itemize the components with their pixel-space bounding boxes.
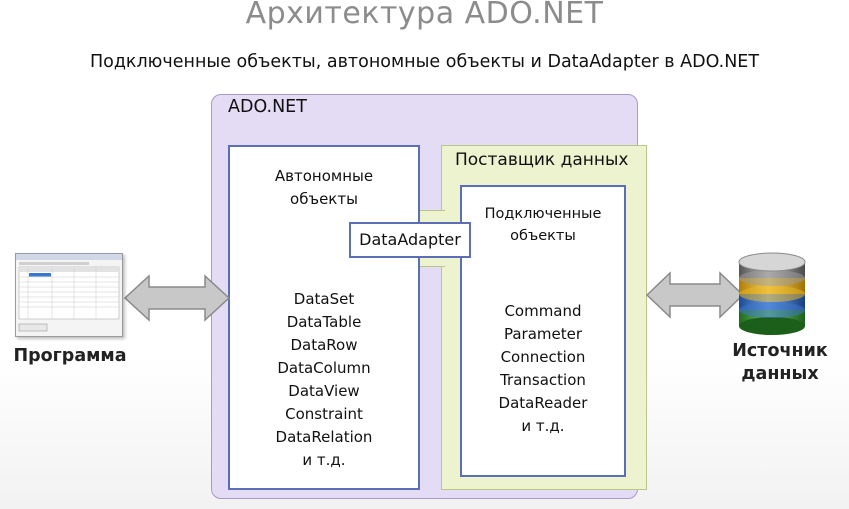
data-source-caption-line: Источник: [732, 341, 828, 361]
application-window-icon: [15, 253, 123, 337]
connected-objects-heading: Подключенные объекты: [462, 203, 624, 247]
data-adapter-box: DataAdapter: [349, 222, 471, 258]
application-table-thumbnail: [16, 254, 122, 332]
list-item: и т.д.: [521, 417, 565, 435]
connected-objects-box: [460, 185, 626, 477]
connected-objects-list: Command Parameter Connection Transaction…: [462, 300, 624, 438]
list-item: DataTable: [286, 313, 362, 331]
list-item: DataSet: [293, 290, 355, 308]
autonomous-objects-heading: Автономные объекты: [230, 165, 418, 211]
double-headed-arrow-icon: [123, 274, 231, 322]
autonomous-objects-list: DataSet DataTable DataRow DataColumn Dat…: [230, 288, 418, 472]
list-item: Parameter: [503, 325, 583, 343]
connected-heading-line: Подключенные: [484, 206, 602, 222]
list-item: DataView: [288, 382, 360, 400]
autonomous-objects-box: [228, 145, 420, 490]
list-item: DataColumn: [277, 359, 371, 377]
data-source-caption-line: данных: [741, 364, 819, 384]
database-cylinder-icon: [738, 252, 806, 335]
program-caption: Программа: [13, 346, 127, 366]
list-item: Command: [504, 302, 582, 320]
list-item: и т.д.: [302, 451, 346, 469]
list-item: Constraint: [285, 405, 363, 423]
data-source-caption: Источник данных: [715, 340, 845, 386]
ado-net-label: ADO.NET: [228, 97, 307, 117]
list-item: DataReader: [498, 394, 588, 412]
list-item: Transaction: [500, 371, 586, 389]
connected-heading-line: объекты: [510, 228, 576, 244]
list-item: DataRelation: [275, 428, 373, 446]
autonomous-heading-line: Автономные: [274, 167, 374, 185]
autonomous-heading-line: объекты: [290, 190, 358, 208]
slide-subtitle: Подключенные объекты, автономные объекты…: [89, 52, 760, 72]
data-provider-label: Поставщик данных: [455, 150, 629, 170]
list-item: Connection: [500, 348, 586, 366]
double-headed-arrow-icon: [645, 271, 745, 319]
list-item: DataRow: [290, 336, 358, 354]
slide-title: Архитектура ADO.NET: [245, 0, 604, 31]
